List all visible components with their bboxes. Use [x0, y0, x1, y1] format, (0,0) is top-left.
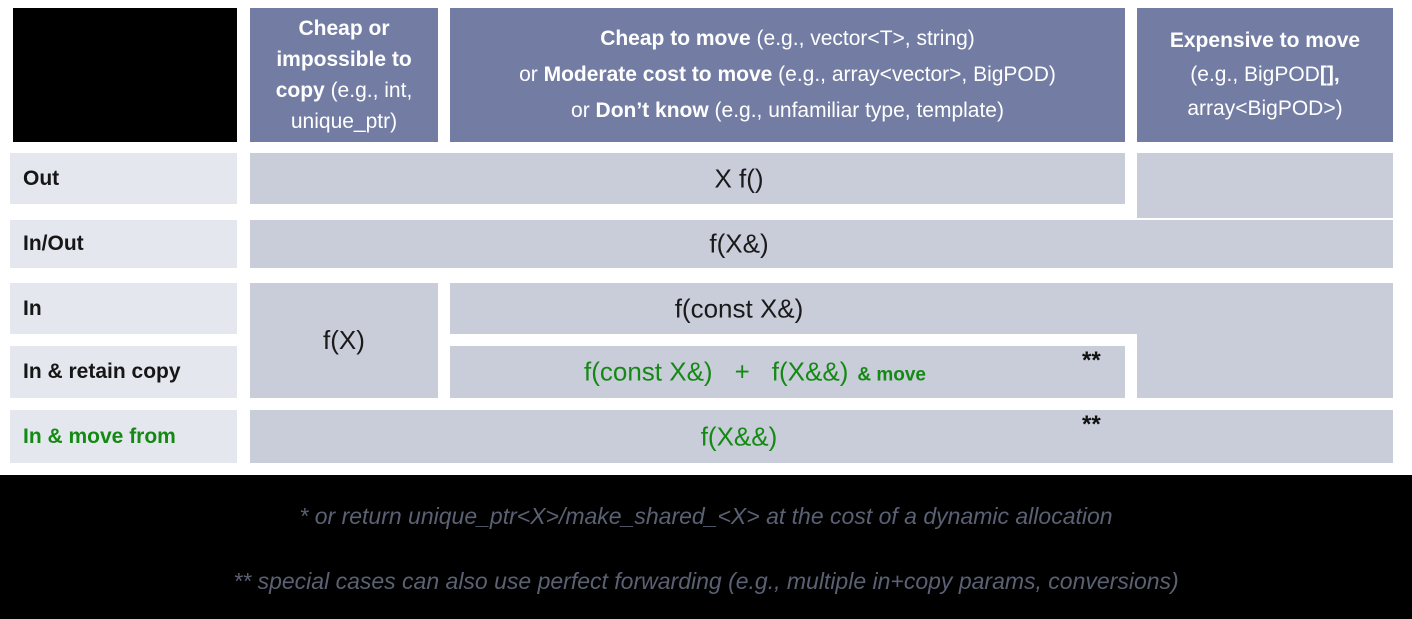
cell-out-return-by-value: X f() — [250, 153, 1125, 204]
cell-in-retain-copy-overloads: f(const X&) + f(X&&) & move ** — [450, 346, 1125, 398]
column-header-cheap-copy: Cheap or impossible to copy (e.g., int, … — [250, 8, 438, 142]
header-line: or Moderate cost to move (e.g., array<ve… — [450, 57, 1125, 93]
double-asterisk-footnote-marker: ** — [1082, 411, 1101, 438]
header-fragment: Moderate cost to move — [543, 63, 773, 86]
row-label-text: In — [23, 296, 42, 320]
row-label-in-move-from: In & move from — [10, 410, 237, 463]
header-line: array<BigPOD>) — [1137, 92, 1393, 126]
footnote-single-asterisk: * or return unique_ptr<X>/make_shared_<X… — [299, 503, 1113, 529]
header-fragment: Expensive to move — [1169, 29, 1361, 52]
row-label-out: Out — [10, 153, 237, 204]
code-f-x: f(X) — [323, 325, 365, 355]
header-fragment: Cheap to move — [600, 27, 751, 50]
double-asterisk-footnote-marker: ** — [1082, 347, 1101, 374]
and-move-note: & move — [857, 364, 926, 386]
plus-sign: + — [734, 356, 750, 387]
column-header-expensive-move: Expensive to move (e.g., BigPOD[], array… — [1137, 8, 1393, 142]
header-fragment: (e.g., vector<T>, string) — [750, 27, 975, 50]
header-fragment: or — [571, 99, 596, 122]
row-label-text: In/Out — [23, 232, 84, 255]
cell-in-move-from-rvalue-ref: f(X&&) ** — [250, 410, 1393, 463]
header-fragment: Cheap or — [298, 17, 390, 40]
row-label-in-out: In/Out — [10, 220, 237, 268]
header-fragment: (e.g., int, — [324, 79, 413, 102]
code-f-const-xref: f(const X&) — [584, 356, 713, 387]
row-label-text: Out — [23, 166, 60, 190]
footnote-panel: * or return unique_ptr<X>/make_shared_<X… — [0, 475, 1412, 619]
cell-in-by-value: f(X) — [250, 283, 438, 398]
footnote-double-asterisk: ** special cases can also use perfect fo… — [233, 568, 1179, 594]
header-fragment: or — [519, 63, 544, 86]
row-label-text: In & retain copy — [23, 360, 181, 383]
header-fragment: [], — [1319, 63, 1340, 86]
column-header-cheap-move: Cheap to move (e.g., vector<T>, string) … — [450, 8, 1125, 142]
code-f-rvalue-ref: f(X&&) — [771, 356, 849, 387]
cell-out-expensive-empty — [1137, 153, 1393, 218]
header-line: unique_ptr) — [250, 106, 438, 137]
code-x-f: X f() — [714, 163, 764, 193]
header-fragment: (e.g., unfamiliar type, template) — [708, 99, 1004, 122]
header-line: Expensive to move — [1137, 24, 1393, 58]
code-f-const-xref: f(const X&) — [674, 293, 804, 323]
header-fragment: (e.g., array<vector>, BigPOD) — [772, 63, 1056, 86]
header-line: copy (e.g., int, — [250, 75, 438, 106]
row-label-in: In — [10, 283, 237, 334]
corner-black-box — [13, 8, 237, 142]
header-fragment: unique_ptr) — [290, 110, 398, 133]
code-retain-copy-group: f(const X&) + f(X&&) & move — [584, 357, 926, 388]
cell-inout-reference: f(X&) — [250, 220, 1393, 268]
header-fragment: copy — [275, 79, 325, 102]
header-fragment: Don’t know — [595, 99, 709, 122]
header-line: or Don’t know (e.g., unfamiliar type, te… — [450, 93, 1125, 129]
code-f-xref: f(X&) — [709, 228, 769, 259]
row-label-text: In & move from — [23, 424, 176, 448]
cell-in-const-reference: f(const X&) — [450, 283, 1393, 334]
header-line: Cheap to move (e.g., vector<T>, string) — [450, 21, 1125, 57]
header-line: (e.g., BigPOD[], — [1137, 58, 1393, 92]
header-fragment: impossible to — [276, 48, 412, 71]
header-fragment: (e.g., BigPOD — [1190, 63, 1320, 86]
row-label-in-retain-copy: In & retain copy — [10, 346, 237, 398]
code-f-rvalue-ref: f(X&&) — [700, 421, 778, 451]
header-line: impossible to — [250, 44, 438, 75]
header-fragment: array<BigPOD>) — [1187, 97, 1343, 120]
header-line: Cheap or — [250, 13, 438, 44]
